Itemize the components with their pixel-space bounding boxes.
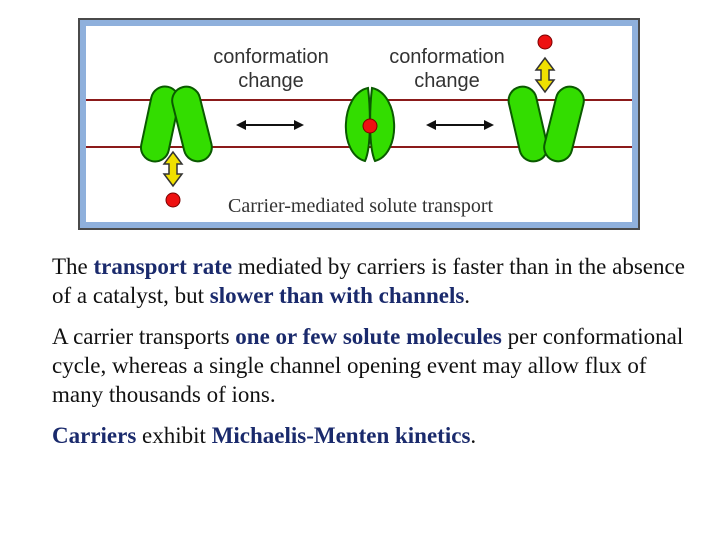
carrier-open-outside xyxy=(140,85,213,163)
text-segment: A carrier transports xyxy=(52,324,236,349)
text-segment: . xyxy=(464,283,471,308)
carrier-open-inside xyxy=(507,85,585,163)
text-segment: . xyxy=(470,423,477,448)
highlight-michaelis-menten-kinetics: Michaelis-Menten kinetics xyxy=(211,423,471,448)
double-arrow-right xyxy=(426,120,494,130)
conformation-label-right-line2: change xyxy=(414,70,480,92)
text-segment: per conformational cycle, whereas a sing… xyxy=(52,324,684,407)
text-segment: exhibit xyxy=(136,423,212,448)
solute-molecule-outside xyxy=(165,192,181,208)
highlight-one-or-few-solute-molecules: one or few solute molecules xyxy=(235,324,502,349)
paragraph-kinetics: Carriers exhibit Michaelis-Menten kineti… xyxy=(52,421,702,450)
text-segment: mediated by carriers is faster than in t… xyxy=(52,254,685,308)
paragraph-solute-molecules: A carrier transports one or few solute m… xyxy=(52,322,702,409)
diagram-caption: Carrier-mediated solute transport xyxy=(228,195,494,217)
double-arrow-left xyxy=(236,120,304,130)
carrier-occluded xyxy=(344,86,396,163)
highlight-transport-rate: transport rate xyxy=(93,254,233,279)
conformation-label-right-line1: conformation xyxy=(389,46,505,68)
carrier-transport-diagram: conformation change conformation change xyxy=(80,20,638,228)
text-segment: The xyxy=(52,254,94,279)
highlight-carriers: Carriers xyxy=(52,423,137,448)
text-block: The transport rate mediated by carriers … xyxy=(52,252,702,462)
conformation-label-left-line1: conformation xyxy=(213,46,329,68)
conformation-label-left-line2: change xyxy=(238,70,304,92)
solute-molecule-bound xyxy=(362,118,378,134)
up-arrow-left xyxy=(162,150,184,188)
up-arrow-right xyxy=(534,56,556,94)
paragraph-transport-rate: The transport rate mediated by carriers … xyxy=(52,252,702,310)
figure-frame: conformation change conformation change xyxy=(78,18,640,230)
highlight-slower-than-channels: slower than with channels xyxy=(209,283,465,308)
solute-molecule-released xyxy=(537,34,553,50)
